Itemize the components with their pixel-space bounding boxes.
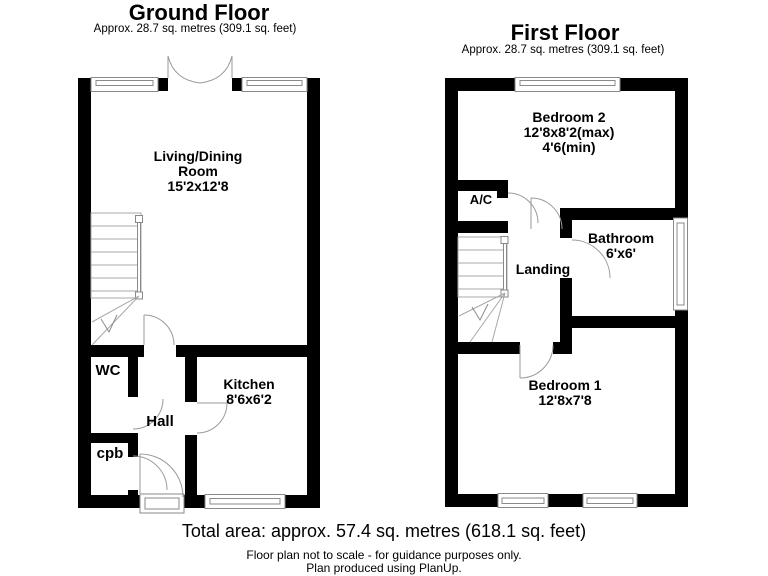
stairs-up-arrow-icon bbox=[471, 303, 489, 322]
hall-label: Hall bbox=[146, 413, 174, 430]
ac-label: A/C bbox=[469, 192, 493, 207]
bedroom1-label: Bedroom 1 12'8x7'8 bbox=[528, 378, 601, 408]
bedroom2-dims-max: 12'8x8'2(max) bbox=[523, 124, 615, 140]
window-bedroom1-right bbox=[582, 493, 638, 508]
french-doors bbox=[167, 55, 233, 84]
cupboard-label: cpb bbox=[96, 445, 124, 462]
staircase-ground bbox=[90, 212, 143, 346]
wc-label: WC bbox=[95, 362, 121, 379]
bathroom-dims: 6'x6' bbox=[605, 245, 637, 261]
credit-text: Plan produced using PlanUp. bbox=[306, 561, 462, 575]
window-bathroom bbox=[673, 217, 688, 311]
bedroom1-door bbox=[519, 344, 554, 379]
bedroom2-dims-min: 4'6(min) bbox=[542, 139, 596, 155]
living-room-name-1: Living/Dining bbox=[153, 148, 243, 164]
bathroom-label: Bathroom 6'x6' bbox=[588, 231, 654, 261]
bedroom2-name: Bedroom 2 bbox=[532, 109, 606, 125]
stairs-up-arrow-icon bbox=[100, 314, 118, 334]
living-dining-room-label: Living/Dining Room 15'2x12'8 bbox=[154, 149, 243, 194]
first-floor-title: First Floor bbox=[510, 20, 620, 45]
total-area-text: Total area: approx. 57.4 sq. metres (618… bbox=[181, 521, 587, 541]
landing-label: Landing bbox=[515, 261, 571, 277]
kitchen-label: Kitchen 8'6x6'2 bbox=[223, 377, 274, 407]
bedroom2-label: Bedroom 2 12'8x8'2(max) 4'6(min) bbox=[524, 110, 615, 155]
living-room-name-2: Room bbox=[178, 163, 218, 179]
bedroom1-name: Bedroom 1 bbox=[528, 377, 602, 393]
living-room-door bbox=[143, 314, 175, 346]
cupboard-door bbox=[132, 455, 168, 491]
window-kitchen bbox=[204, 494, 286, 509]
ac-cupboard-door bbox=[507, 192, 539, 224]
living-room-dims: 15'2x12'8 bbox=[167, 178, 229, 194]
ground-floor-title: Ground Floor bbox=[128, 0, 270, 25]
ground-floor-plan bbox=[78, 55, 320, 514]
window-bedroom2 bbox=[514, 77, 621, 92]
kitchen-door bbox=[196, 402, 228, 434]
window-bedroom1-left bbox=[497, 493, 549, 508]
wc-door bbox=[132, 398, 164, 430]
ground-floor-subtitle: Approx. 28.7 sq. metres (309.1 sq. feet) bbox=[93, 23, 297, 35]
window-top-left bbox=[90, 77, 159, 92]
first-floor-subtitle: Approx. 28.7 sq. metres (309.1 sq. feet) bbox=[461, 44, 665, 56]
bedroom1-dims: 12'8x7'8 bbox=[538, 392, 592, 408]
kitchen-name: Kitchen bbox=[223, 376, 275, 392]
bedroom2-door bbox=[530, 197, 563, 230]
kitchen-dims: 8'6x6'2 bbox=[226, 391, 272, 407]
bathroom-name: Bathroom bbox=[587, 230, 655, 246]
bathroom-door bbox=[571, 239, 611, 279]
first-floor-plan bbox=[445, 77, 688, 508]
disclaimer-text: Floor plan not to scale - for guidance p… bbox=[246, 548, 522, 562]
staircase-first bbox=[457, 236, 509, 343]
window-top-right bbox=[241, 77, 308, 92]
front-door bbox=[139, 453, 185, 514]
